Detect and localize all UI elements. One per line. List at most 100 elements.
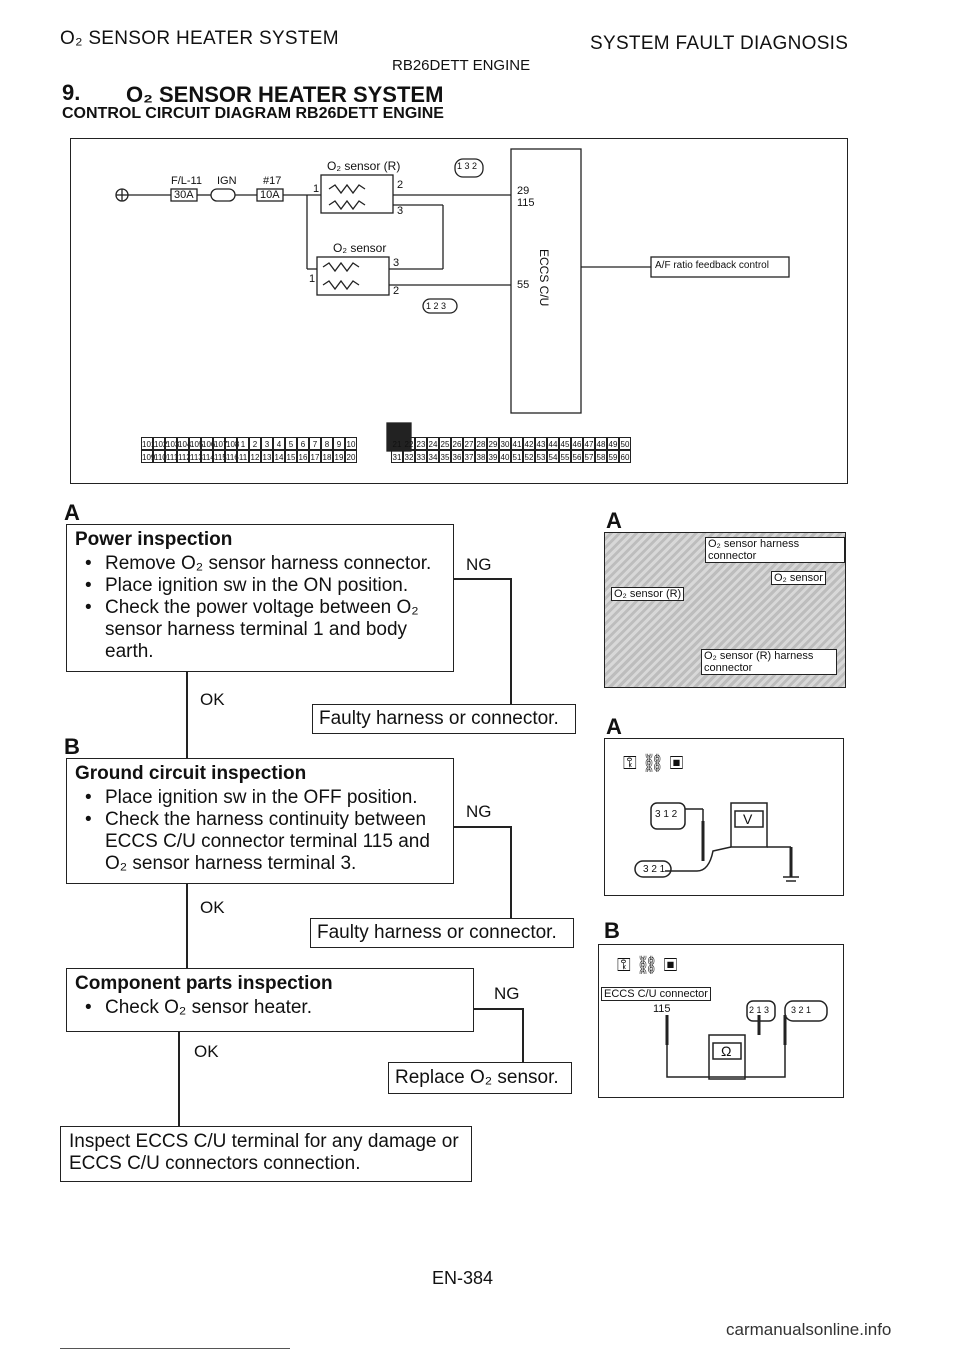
connector-pin: 104 [177,437,191,450]
connector-pin: 4 [273,437,285,450]
connector-pin: 11 [237,450,249,463]
af-feedback-label: A/F ratio feedback control [655,260,769,271]
ok3-label: OK [194,1042,219,1061]
ng1-label: NG [466,555,492,574]
connector-pin: 25 [439,437,451,450]
step1-item: Remove O₂ sensor harness connector. [85,553,447,575]
pin-3b: 3 [393,257,400,269]
voltmeter-wiring [634,802,799,882]
ecu-pin-115: 115 [517,197,535,209]
ohmmeter-label: Ω [721,1043,732,1059]
battery-icon: ▣ [669,753,684,773]
connector-pin: 15 [285,450,297,463]
connector-pin: 26 [451,437,463,450]
step3-item: Check O₂ sensor heater. [85,997,467,1019]
step2-heading: Ground circuit inspection [75,763,307,784]
ng1-line-h [454,578,510,580]
connector-pin: 56 [571,450,583,463]
fault1-box: Faulty harness or connector. [312,704,576,734]
connector-pin: 23 [415,437,427,450]
connector-pin: 9 [333,437,345,450]
connector-pin: 8 [321,437,333,450]
connector-pin: 35 [439,450,451,463]
connector-pin: 1 [237,437,249,450]
fig1-sensor-r-harness-label: O₂ sensor (R) harness connector [701,649,837,675]
ng1-line-v [510,578,512,704]
connector-pin: 53 [535,450,547,463]
step1-heading: Power inspection [75,529,233,550]
ecu-pin-29: 29 [517,185,530,197]
step2-ground-inspection: Ground circuit inspection Place ignition… [66,758,454,884]
connector-pin: 18 [321,450,333,463]
pin-1a: 1 [313,183,320,195]
step1-item: Place ignition sw in the ON position. [85,575,447,597]
connector-pin: 111 [165,450,178,463]
connector-pin: 46 [571,437,583,450]
connector-pin: 21 [391,437,403,450]
connector-pin: 114 [201,450,215,463]
connector-pin: 48 [595,437,607,450]
connector-pin: 13 [261,450,273,463]
footer-rule [60,1348,290,1349]
fig2-ref: A [606,714,622,739]
sensor-r-label: O₂ sensor (R) [327,159,401,173]
fig1-sensor-label: O₂ sensor [771,571,826,585]
connector-pin: 2 [249,437,261,450]
fig3-tool-icons: ⚿ ⛓ ▣ [617,955,677,976]
connector-pin: 106 [201,437,215,450]
connector-pin: 20 [345,450,357,463]
ng3-line-v [522,1008,524,1062]
connector-pin: 33 [415,450,427,463]
ng2-line-v [510,826,512,918]
connector-pin: 44 [547,437,559,450]
fuse-rating: 10A [260,189,280,201]
connector-pin: 57 [583,450,595,463]
ohmmeter-wiring [665,1000,828,1080]
final-inspection-box: Inspect ECCS C/U terminal for any damage… [60,1126,472,1182]
connector-pin: 14 [273,450,285,463]
fault3-box: Replace O₂ sensor. [388,1062,572,1094]
ecu-pin-55: 55 [517,279,530,291]
connector-pin: 12 [249,450,261,463]
connector-pin: 41 [511,437,523,450]
connector-pin: 42 [523,437,535,450]
voltmeter-label: V [743,811,753,827]
connector-pin: 47 [583,437,595,450]
voltage-check-figure: ⚿ ⛓ ▣ 3 1 2 3 2 1 V [604,738,844,896]
connector-pin: 108 [225,437,239,450]
connector-pin: 54 [547,450,559,463]
connector-pin: 58 [595,450,607,463]
connector-pin: 110 [153,450,167,463]
connector-pin: 45 [559,437,571,450]
connector-pin: 50 [619,437,631,450]
fig1-ref: A [606,508,622,533]
ng3-line-h [474,1008,522,1010]
connector-pin: 103 [165,437,179,450]
connector-pin: 102 [153,437,167,450]
connector-pin: 37 [463,450,475,463]
ok2-label: OK [200,898,225,917]
connector-pin: 31 [391,450,403,463]
fig1-sensor-r-label: O₂ sensor (R) [611,587,685,601]
sensor-r-connector-pins: 1 3 2 [457,161,478,171]
fig3-conn-label: ECCS C/U connector [601,987,711,1001]
fig2-conn-top: 3 1 2 [655,809,678,820]
connector-pin: 59 [607,450,619,463]
connector-pin: 16 [297,450,309,463]
ref-a: A [64,500,80,525]
fig3-conn-a: 2 1 3 [749,1005,770,1015]
battery-icon: ▣ [663,955,678,975]
ignition-key-icon: ⚿ [623,753,637,773]
fault2-box: Faulty harness or connector. [310,918,574,948]
connector-pin: 49 [607,437,619,450]
connector-pin: 32 [403,450,415,463]
connector-pin: 27 [463,437,475,450]
connector-pin: 115 [213,450,227,463]
step2-item: Place ignition sw in the OFF position. [85,787,447,809]
fig3-pin-115: 115 [653,1003,671,1015]
engine-photo: O₂ sensor harness connector O₂ sensor O₂… [604,532,846,688]
connector-pin: 52 [523,450,535,463]
header-right-title: SYSTEM FAULT DIAGNOSIS [590,33,849,54]
header-left-title: O₂ SENSOR HEATER SYSTEM [60,28,339,49]
